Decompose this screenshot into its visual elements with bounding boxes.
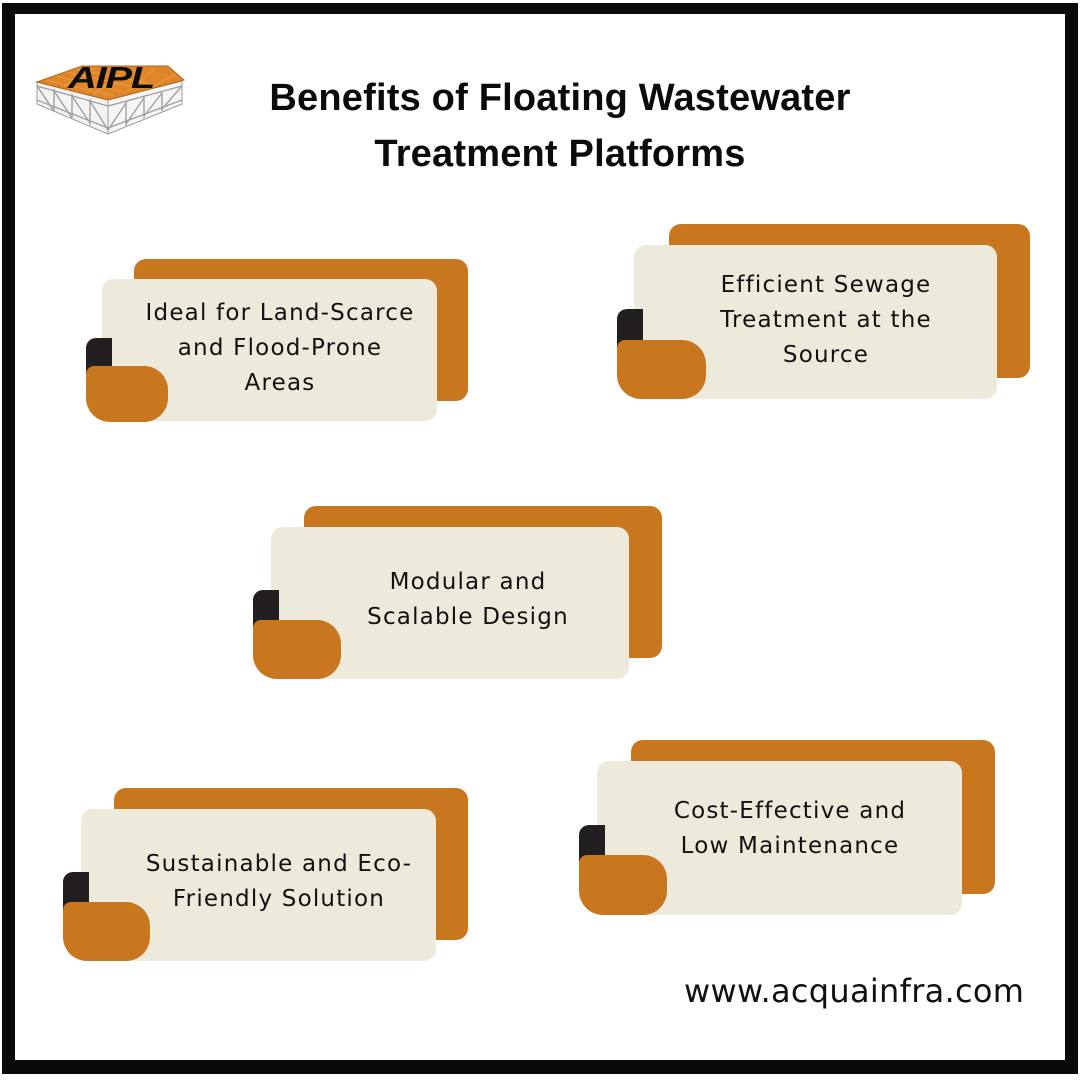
benefit-line: Areas [244, 370, 316, 396]
benefit-text: Modular and Scalable Design [318, 565, 618, 635]
title-line-2: Treatment Platforms [374, 133, 746, 175]
benefit-line: Modular and [389, 569, 547, 595]
title-line-1: Benefits of Floating Wastewater [269, 77, 851, 119]
benefit-line: Friendly Solution [172, 886, 386, 912]
benefit-line: Treatment at the [720, 307, 932, 333]
benefit-line: Ideal for Land-Scarce [145, 300, 415, 326]
benefit-text: Cost-Effective and Low Maintenance [640, 794, 940, 864]
benefit-line: and Flood-Prone [177, 335, 383, 361]
card-corner-accent [86, 366, 168, 422]
benefit-line: Low Maintenance [680, 833, 900, 859]
benefit-text: Sustainable and Eco- Friendly Solution [120, 847, 438, 917]
card-corner-accent [579, 855, 667, 915]
aipl-logo-icon: AIPL [35, 60, 186, 135]
benefit-line: Sustainable and Eco- [145, 851, 413, 877]
benefit-line: Source [782, 342, 870, 368]
website-link[interactable]: www.acquainfra.com [684, 972, 1025, 1010]
benefit-line: Efficient Sewage [720, 272, 932, 298]
card-corner-accent [617, 340, 706, 399]
benefit-text: Efficient Sewage Treatment at the Source [676, 268, 976, 373]
card-corner-accent [63, 902, 150, 961]
logo-text: AIPL [67, 60, 154, 95]
page-title: Benefits of Floating Wastewater Treatmen… [210, 70, 910, 182]
benefit-text: Ideal for Land-Scarce and Flood-Prone Ar… [130, 296, 430, 401]
benefit-line: Cost-Effective and [673, 798, 907, 824]
page-border-frame [2, 3, 1078, 1074]
benefit-line: Scalable Design [367, 604, 569, 630]
card-corner-accent [253, 620, 341, 679]
